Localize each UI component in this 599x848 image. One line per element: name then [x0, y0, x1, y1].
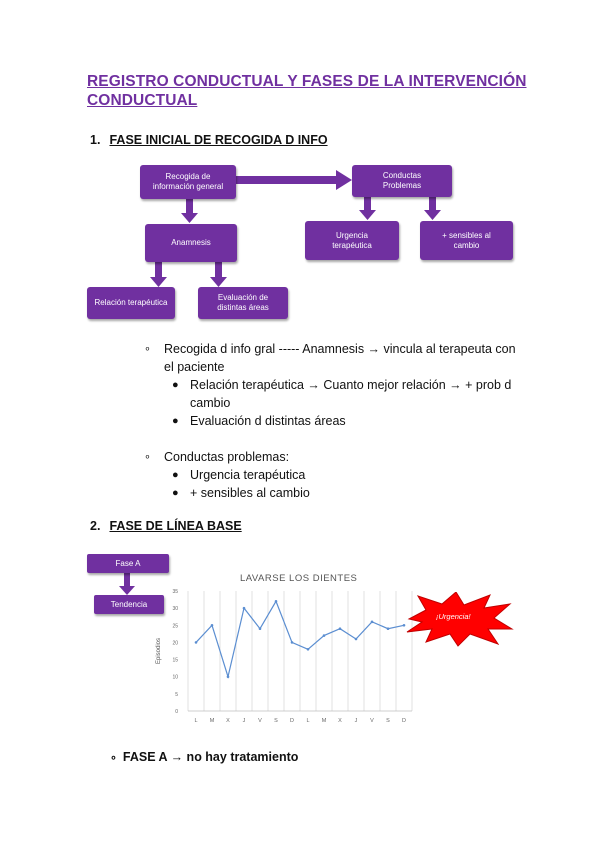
data-point	[226, 675, 230, 679]
bullet-conductas: ∘ Conductas problemas: ●Urgencia terapéu…	[144, 448, 524, 502]
x-tick-label: L	[306, 718, 309, 724]
x-tick-label: V	[370, 718, 374, 724]
bullet-marker: ∘	[110, 752, 117, 764]
section-2-number: 2.	[90, 519, 101, 533]
section-1-number: 1.	[90, 133, 101, 147]
bullet-marker: ∘	[144, 451, 151, 463]
x-tick-label: J	[355, 718, 358, 724]
arrow-conductas-to-sensibles	[424, 197, 441, 220]
data-point	[210, 623, 214, 627]
data-point	[290, 641, 294, 644]
box-relacion-terapeutica: Relación terapéutica	[87, 287, 175, 319]
burst-shape	[406, 592, 514, 647]
sub-bullet-sensibles: ●+ sensibles al cambio	[172, 486, 310, 500]
section-1-heading: 1. FASE INICIAL DE RECOGIDA D INFO	[90, 133, 328, 147]
x-tick-label: S	[274, 718, 278, 724]
data-point	[338, 627, 342, 631]
box-sensibles-cambio: + sensibles al cambio	[420, 221, 513, 260]
sub-bullet-urgencia: ●Urgencia terapéutica	[172, 468, 306, 482]
data-point	[274, 599, 278, 603]
box-tendencia: Tendencia	[94, 595, 164, 614]
arrow-conductas-to-urgencia	[359, 197, 376, 220]
urgencia-burst	[406, 592, 514, 647]
y-tick-label: 5	[175, 692, 178, 698]
y-axis-label: Episodios	[156, 638, 162, 664]
section-2-heading: 2. FASE DE LÍNEA BASE	[90, 519, 242, 533]
section-2-title: FASE DE LÍNEA BASE	[109, 519, 242, 533]
section-1-title: FASE INICIAL DE RECOGIDA D INFO	[109, 133, 328, 147]
data-point	[370, 620, 374, 624]
x-tick-label: L	[194, 718, 197, 724]
document-title: REGISTRO CONDUCTUAL Y FASES DE LA INTERV…	[87, 73, 527, 109]
section-1-bullets: ∘ Recogida d info gral ----- Anamnesis →…	[144, 340, 524, 502]
box-conductas-problemas: Conductas Problemas	[352, 165, 452, 197]
x-tick-label: X	[338, 718, 342, 724]
data-point	[322, 634, 326, 637]
y-tick-label: 0	[175, 709, 178, 715]
y-tick-label: 15	[172, 658, 178, 664]
x-tick-label: V	[258, 718, 262, 724]
sub-bullet-relacion: ●Relación terapéutica → Cuanto mejor rel…	[172, 378, 512, 410]
x-tick-label: M	[210, 718, 215, 724]
y-tick-label: 30	[172, 606, 178, 612]
x-tick-label: D	[290, 718, 294, 724]
x-tick-label: M	[322, 718, 327, 724]
bullet-marker: ∘	[144, 343, 151, 355]
bullet-text: FASE A → no hay tratamiento	[122, 750, 299, 764]
x-tick-label: S	[386, 718, 390, 724]
data-point	[194, 641, 198, 644]
y-tick-label: 35	[172, 589, 178, 595]
x-tick-label: X	[226, 718, 230, 724]
data-point	[402, 623, 406, 627]
data-point	[354, 637, 358, 641]
box-urgencia-terapeutica: Urgencia terapéutica	[305, 221, 399, 260]
bullet-text: Conductas problemas:	[164, 450, 290, 464]
data-point	[306, 647, 310, 651]
box-recogida-informacion: Recogida de información general	[140, 165, 236, 199]
arrow-anamnesis-to-relacion	[150, 262, 167, 287]
section-2-bullet: ∘ FASE A → no hay tratamiento	[110, 748, 410, 767]
data-point	[242, 606, 246, 610]
arrow-anamnesis-to-evaluacion	[210, 262, 227, 287]
series-line	[195, 599, 405, 680]
data-point	[386, 627, 390, 631]
chart-title: LAVARSE LOS DIENTES	[240, 573, 358, 584]
y-tick-label: 20	[172, 640, 178, 646]
box-anamnesis: Anamnesis	[145, 224, 237, 262]
bullet-text: Recogida d info gral ----- Anamnesis → v…	[164, 342, 516, 374]
box-evaluacion-areas: Evaluación de distintas áreas	[198, 287, 288, 319]
data-point	[258, 627, 262, 631]
box-fase-a: Fase A	[87, 554, 169, 573]
y-tick-label: 10	[172, 675, 178, 681]
arrow-recogida-to-conductas	[236, 170, 352, 190]
y-tick-label: 25	[172, 623, 178, 629]
bullet-recogida: ∘ Recogida d info gral ----- Anamnesis →…	[144, 340, 524, 430]
x-tick-label: J	[243, 718, 246, 724]
urgencia-label: ¡Urgencia!	[436, 612, 471, 621]
x-tick-label: D	[402, 718, 406, 724]
arrow-fasea-to-tendencia	[119, 573, 135, 595]
sub-bullet-evaluacion: ●Evaluación d distintas áreas	[172, 414, 346, 428]
arrow-recogida-to-anamnesis	[181, 198, 198, 223]
